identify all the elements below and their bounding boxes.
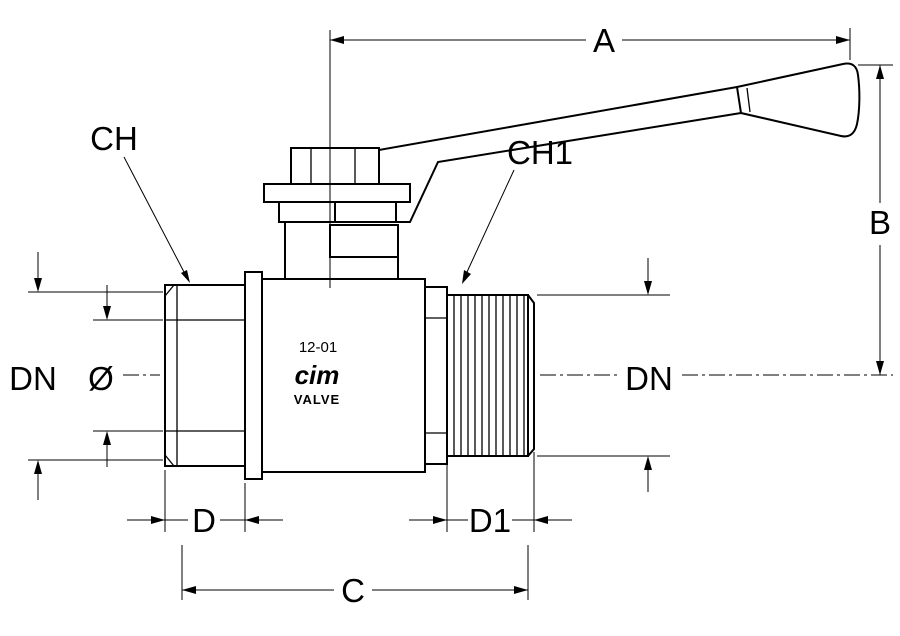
left-hex-chamfer-top	[164, 284, 175, 297]
marking-valve-label: VALVE	[294, 392, 340, 407]
dim-a-arrow-right	[836, 36, 850, 44]
male-thread-end-chamfer	[527, 294, 535, 457]
dim-label-d: D	[192, 502, 216, 539]
diameter-arrow-bottom	[103, 431, 111, 445]
ch-leader-line	[123, 156, 185, 273]
dim-label-ch: CH	[90, 120, 138, 157]
body-markings: 12-01 cim VALVE	[294, 339, 340, 407]
handle-lever-bottom-edge	[334, 112, 742, 223]
dim-d-arrow-left	[151, 516, 165, 524]
dim-label-c: C	[341, 572, 365, 609]
valve-body-group	[164, 271, 535, 480]
dim-d1-arrow-left	[433, 516, 447, 524]
dimension-arrows	[34, 36, 884, 594]
dim-c-arrow-right	[514, 586, 528, 594]
dim-d1-arrow-right	[534, 516, 548, 524]
thread-lines	[453, 295, 525, 456]
dim-b-arrow-bottom	[876, 361, 884, 375]
dim-d-arrow-right	[245, 516, 259, 524]
dim-a-arrow-left	[330, 36, 344, 44]
dimension-labels: A B C D D1 DN Ø DN CH CH1	[9, 22, 891, 609]
male-thread-body	[446, 294, 529, 457]
dn-left-arrow-top	[34, 278, 42, 292]
marking-brand-logo: cim	[295, 360, 340, 390]
stem-flange-plate	[263, 183, 411, 203]
right-hex-ring	[424, 286, 448, 465]
handle-group	[334, 62, 861, 223]
handle-grip-ferrule-line	[746, 87, 751, 113]
dim-label-a: A	[593, 22, 615, 59]
stem-gland-plate	[278, 201, 397, 223]
dim-label-b: B	[869, 204, 891, 241]
valve-center-body	[261, 278, 426, 473]
dn-right-arrow-top	[644, 281, 652, 295]
diameter-arrow-top	[103, 306, 111, 320]
dn-right-arrow-bottom	[644, 456, 652, 470]
handle-lever-top-edge	[378, 86, 738, 151]
dim-label-ch1: CH1	[507, 134, 573, 171]
dim-label-dn-left: DN	[9, 360, 57, 397]
dim-label-dn-right: DN	[625, 360, 673, 397]
union-ring	[244, 271, 263, 480]
stem-hex-nut	[290, 147, 380, 185]
dn-left-arrow-bottom	[34, 460, 42, 474]
left-hex-chamfer-bottom	[164, 454, 175, 467]
dim-c-arrow-left	[182, 586, 196, 594]
dimension-lines	[37, 39, 881, 591]
ch1-leader-line	[466, 169, 515, 273]
reference-lines	[28, 28, 893, 600]
handle-grip	[735, 62, 861, 138]
dim-label-diameter: Ø	[88, 360, 114, 397]
dim-b-arrow-top	[876, 65, 884, 79]
dim-label-d1: D1	[469, 502, 511, 539]
stem-packing-block	[329, 224, 399, 258]
marking-model-code: 12-01	[299, 339, 337, 356]
ch1-leader-arrow	[462, 270, 471, 284]
ch-leader-arrow	[181, 270, 190, 283]
stem-assembly	[263, 147, 411, 279]
